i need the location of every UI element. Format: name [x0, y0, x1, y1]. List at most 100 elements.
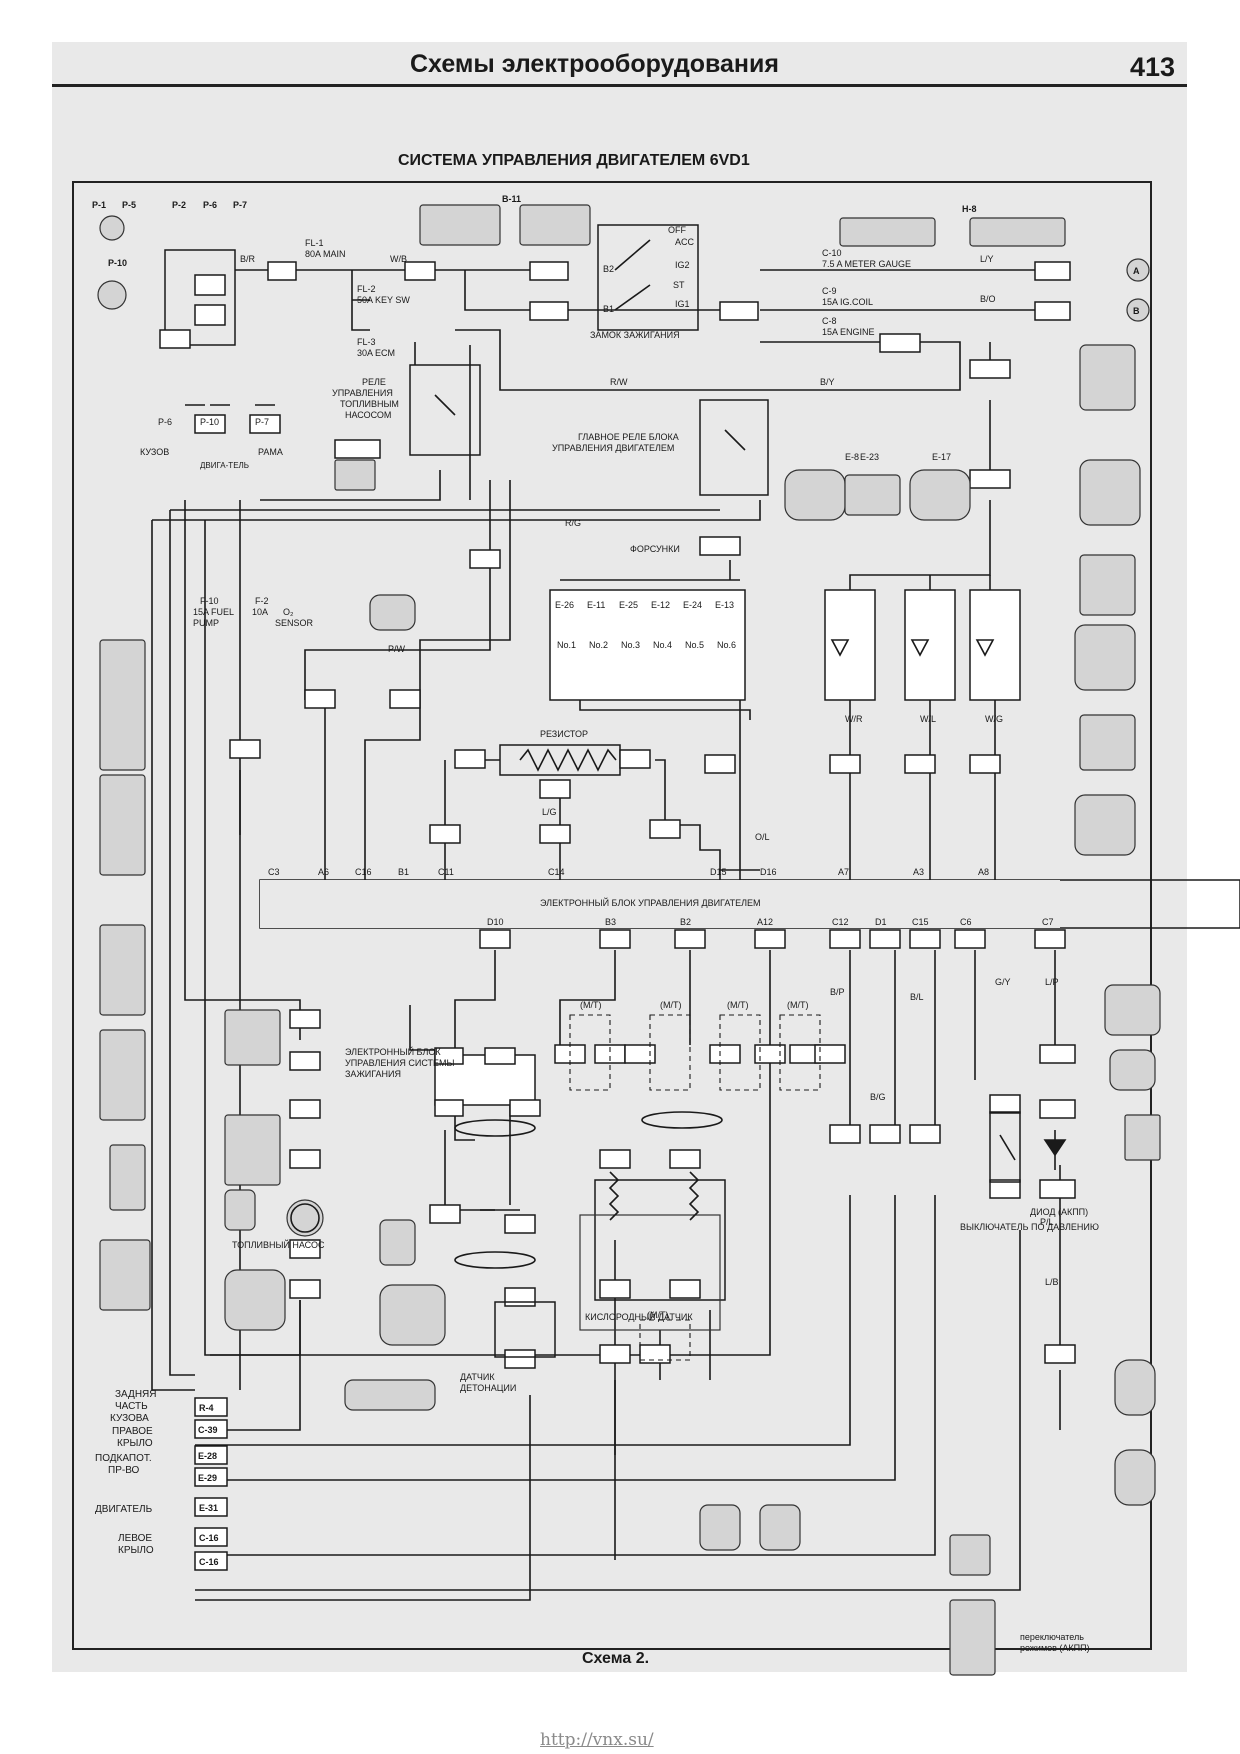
ground-symbols	[185, 404, 495, 1211]
gp-rear-line2: ЧАСТЬ	[115, 1401, 148, 1412]
ground-body-label: КУЗОВ	[140, 447, 169, 457]
valve-e23-id: E-23	[860, 452, 879, 462]
ecu-pin-c3: C3	[268, 867, 280, 877]
inj-label-4: No.4	[653, 640, 672, 650]
pressure-switch-label: ВЫКЛЮЧАТЕЛЬ ПО ДАВЛЕНИЮ	[960, 1222, 1099, 1232]
output-b: B	[1133, 306, 1140, 316]
fuse-fl3-id: FL-3	[357, 337, 376, 347]
gp-hood-id2: E-29	[198, 1473, 217, 1483]
fuse-fl2-id: FL-2	[357, 284, 376, 294]
fuse-f2-circuit2: SENSOR	[275, 618, 314, 628]
connector-faces	[97, 204, 1161, 1676]
ref-b11: B-11	[502, 194, 521, 204]
wire-by: B/Y	[820, 377, 835, 387]
inj-id-2: E-11	[587, 600, 605, 610]
ign-ig1: IG1	[675, 299, 690, 309]
fuse-c10-id: C-10	[822, 248, 842, 258]
wire-bl: B/L	[910, 992, 924, 1002]
fuse-fl1-id: FL-1	[305, 238, 324, 248]
ign-ig2: IG2	[675, 260, 690, 270]
connector-boxes	[159, 224, 1240, 1571]
gp-right-line1: ПРАВОЕ	[112, 1426, 153, 1437]
gp-hood-line1: ПОДКАПОТ.	[95, 1453, 152, 1464]
output-a: A	[1133, 266, 1140, 276]
ref-h8: H-8	[962, 204, 977, 214]
ecu-pin-d10: D10	[487, 917, 504, 927]
fuse-c10-rating: 7.5 A METER GAUGE	[822, 259, 911, 269]
gp-engine-id: E-31	[199, 1503, 218, 1513]
page-background	[52, 42, 1187, 1672]
knock-sensor-line1: ДАТЧИК	[460, 1372, 495, 1382]
ecu-pin-a7: A7	[838, 867, 849, 877]
gp-left-line1: ЛЕВОЕ	[118, 1533, 152, 1544]
fuse-fl2-rating: 50A KEY SW	[357, 295, 410, 305]
fuse-f10-id: F-10	[200, 596, 219, 606]
ecu-pin-b2: B2	[680, 917, 691, 927]
wire-wg: W/G	[985, 714, 1003, 724]
wire-ol: O/L	[755, 832, 770, 842]
ecu-pin-b3: B3	[605, 917, 616, 927]
ecu-pin-c16: C16	[355, 867, 372, 877]
inj-label-6: No.6	[717, 640, 736, 650]
inj-id-3: E-25	[619, 600, 638, 610]
ref-p2: P-2	[172, 200, 186, 210]
gp-left-id2: C-16	[199, 1557, 219, 1567]
valve-e8-id: E-8	[845, 452, 859, 462]
wire-bp: B/P	[830, 987, 845, 997]
ecu-pin-a6: A6	[318, 867, 329, 877]
ground-p10-id: P-10	[200, 417, 219, 427]
gp-hood-line2: ПР-ВО	[108, 1465, 140, 1476]
gp-right-id: C-39	[198, 1425, 218, 1435]
gp-left-line2: КРЫЛО	[118, 1545, 154, 1556]
inj-id-6: E-13	[715, 600, 734, 610]
gp-engine-line1: ДВИГАТЕЛЬ	[95, 1504, 153, 1515]
footer-url[interactable]: http://vnx.su/	[540, 1730, 654, 1750]
ecu-pin-c11: C11	[438, 867, 454, 877]
ref-p10: P-10	[108, 258, 127, 268]
mt-regions	[569, 1014, 821, 1361]
ground-p7-id: P-7	[255, 417, 269, 427]
figure-caption: Схема 2.	[582, 1650, 650, 1667]
ign-ecu-line2: УПРАВЛЕНИЯ СИСТЕМЫ	[345, 1058, 455, 1068]
ecu-pin-b1: B1	[398, 867, 409, 877]
diagram-frame	[72, 181, 1152, 1650]
oxygen-sensor-label: КИСЛОРОДНЫЙ ДАТЧИК	[585, 1311, 693, 1322]
wire-lb: L/B	[1045, 1277, 1059, 1287]
wire-lg: L/G	[542, 807, 557, 817]
ign-switch-label: ЗАМОК ЗАЖИГАНИЯ	[590, 330, 680, 340]
fp-relay-line2: УПРАВЛЕНИЯ	[332, 388, 393, 398]
ign-b1: B1	[603, 304, 614, 314]
mode-switch-line2: режимов (АКПП)	[1020, 1643, 1090, 1653]
gp-right-line2: КРЫЛО	[117, 1438, 153, 1449]
inj-id-1: E-26	[555, 600, 574, 610]
fuse-f10-rating: 15A FUEL	[193, 607, 234, 617]
fuse-c9-id: C-9	[822, 286, 837, 296]
gp-hood-id: E-28	[198, 1451, 217, 1461]
wire-rg: R/G	[565, 518, 581, 528]
mode-switch-line1: переключатель	[1020, 1632, 1084, 1642]
wire-wl: W/L	[920, 714, 936, 724]
mt-label-1: (M/T)	[580, 1000, 602, 1010]
ign-st: ST	[673, 280, 685, 290]
fuse-f2-circuit: O₂	[283, 607, 294, 617]
gp-rear-line3: КУЗОВА	[110, 1413, 149, 1424]
wire-gy: G/Y	[995, 977, 1011, 987]
header-rule	[52, 84, 1187, 87]
ground-p6-id: P-6	[158, 417, 172, 427]
ecu-pin-a12: A12	[757, 917, 773, 927]
ign-acc: ACC	[675, 237, 695, 247]
fuse-fl1-rating: 80A MAIN	[305, 249, 346, 259]
fuse-c8-id: C-8	[822, 316, 837, 326]
wire-pw: P/W	[388, 644, 406, 654]
fuel-pump-label: ТОПЛИВНЫЙ НАСОС	[232, 1239, 325, 1250]
wire-ly: L/Y	[980, 254, 994, 264]
ign-ecu-line1: ЭЛЕКТРОННЫЙ БЛОК	[345, 1046, 441, 1057]
fuse-f2-id: F-2	[255, 596, 269, 606]
diagram-title: СИСТЕМА УПРАВЛЕНИЯ ДВИГАТЕЛЕМ 6VD1	[398, 152, 750, 169]
main-relay-line1: ГЛАВНОЕ РЕЛЕ БЛОКА	[578, 432, 679, 442]
fuse-f10-circuit: PUMP	[193, 618, 219, 628]
inj-label-5: No.5	[685, 640, 704, 650]
fuse-f2-rating: 10A	[252, 607, 268, 617]
